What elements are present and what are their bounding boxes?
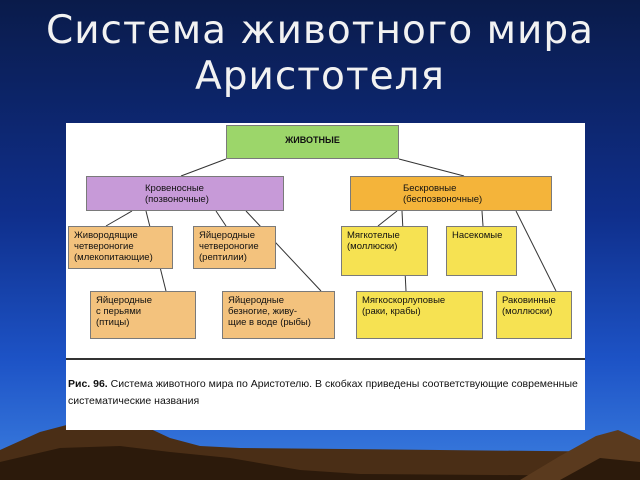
node-oviparous-quadrupeds: Яйцеродные четвероногие (рептилии)	[193, 226, 276, 269]
title-line-2: Аристотеля	[195, 54, 445, 99]
node-blooded: Кровеносные (позвоночные)	[86, 176, 284, 211]
connector-lines	[105, 158, 557, 292]
node-viviparous-quadrupeds: Живородящие четвероногие (млекопитающие)	[68, 226, 173, 269]
caption-label: Рис. 96.	[68, 378, 108, 390]
title-line-1: Система животного мира	[45, 8, 595, 53]
node-soft-shelled: Мягкоскорлуповые (раки, крабы)	[356, 291, 483, 339]
diagram-figure: ЖИВОТНЫЕ Кровеносные (позвоночные) Бескр…	[66, 123, 585, 430]
slide-title: Система животного мира Аристотеля	[0, 8, 640, 100]
figure-caption: Рис. 96. Система животного мира по Арист…	[68, 376, 582, 410]
node-feathered-oviparous: Яйцеродные с перьями (птицы)	[90, 291, 196, 339]
node-soft-bodied: Мягкотелые (моллюски)	[341, 226, 428, 276]
caption-divider	[66, 358, 585, 360]
node-animals: ЖИВОТНЫЕ	[226, 125, 399, 159]
node-insects: Насекомые	[446, 226, 517, 276]
caption-text: Система животного мира по Аристотелю. В …	[68, 378, 578, 407]
node-legless-oviparous: Яйцеродные безногие, живу- щие в воде (р…	[222, 291, 335, 339]
node-shelled: Раковинные (моллюски)	[496, 291, 572, 339]
node-bloodless: Бескровные (беспозвоночные)	[350, 176, 552, 211]
